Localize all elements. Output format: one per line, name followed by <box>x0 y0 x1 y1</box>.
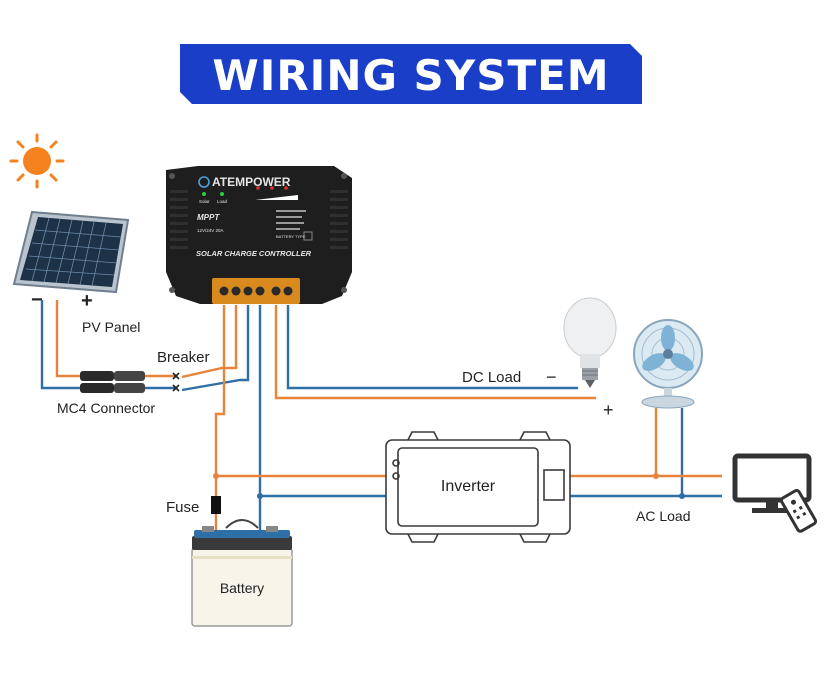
solar-panel-icon <box>12 210 130 294</box>
mc4-label: MC4 Connector <box>57 400 155 416</box>
inverter-icon <box>385 431 571 543</box>
dc-load-negative-wire <box>286 305 578 390</box>
fuse-label: Fuse <box>166 499 199 516</box>
pv-positive-wire <box>55 300 80 378</box>
controller-mppt: MPPT <box>197 213 220 222</box>
breaker-positive-wire <box>181 305 238 379</box>
dc-load-positive-wire <box>274 305 596 400</box>
remote-icon <box>779 489 818 533</box>
battery-type-button <box>303 231 313 241</box>
load-led <box>220 192 224 196</box>
sun-icon <box>9 133 65 189</box>
brand-logo-icon <box>198 176 210 188</box>
fan-icon <box>633 319 703 409</box>
tv-icon <box>732 453 812 513</box>
solar-led <box>202 192 206 196</box>
controller-name: SOLAR CHARGE CONTROLLER <box>196 249 312 258</box>
battery-positive-wire <box>214 305 226 476</box>
breaker-negative-wire <box>181 305 250 392</box>
inverter-label: Inverter <box>441 478 496 495</box>
breaker-label: Breaker <box>157 349 210 366</box>
status-solar-label: Solar <box>199 199 210 204</box>
light-bulb-icon <box>563 297 617 388</box>
pv-plus-label: + <box>81 290 93 312</box>
status-load-label: Load <box>217 199 228 204</box>
dc-plus-label: + <box>603 400 614 420</box>
breaker-icon <box>172 372 180 392</box>
pv-negative-wire <box>40 300 80 390</box>
controller-brand: ATEMPOWER <box>212 175 291 189</box>
charge-controller: ATEMPOWER Solar Load MPPT 12V/24V 20A BA… <box>166 166 352 304</box>
positive-wires <box>55 300 722 538</box>
mc4-connector-icon <box>80 371 145 393</box>
title: WIRING SYSTEM <box>212 51 609 100</box>
dc-minus-label: − <box>546 367 557 387</box>
pv-panel-label: PV Panel <box>82 319 140 335</box>
dc-load-label: DC Load <box>462 369 521 386</box>
pv-minus-label: − <box>31 289 43 311</box>
terminal-block <box>212 278 300 304</box>
controller-rating: 12V/24V 20A <box>197 228 224 233</box>
junction-dots <box>213 473 685 499</box>
title-banner: WIRING SYSTEM <box>180 44 642 104</box>
controller-battery-type: BATTERY TYPE <box>276 234 306 239</box>
battery-label: Battery <box>220 580 264 596</box>
battery-icon <box>191 519 293 627</box>
ac-load-label: AC Load <box>636 508 690 524</box>
fuse-icon <box>211 496 221 514</box>
negative-wires <box>40 300 722 538</box>
